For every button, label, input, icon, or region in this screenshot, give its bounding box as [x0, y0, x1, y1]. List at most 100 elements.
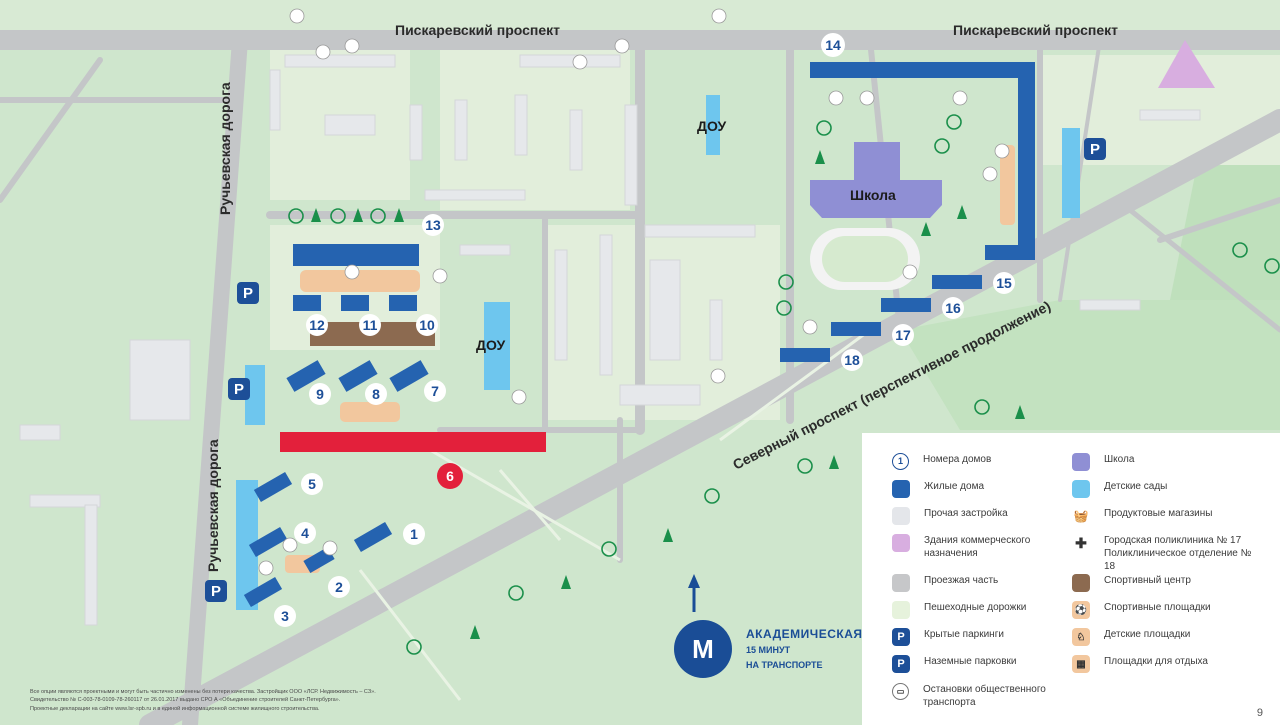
building-number-9: 9 — [316, 386, 324, 402]
bus-stop-icon: ▭ — [892, 683, 909, 700]
street-piskarevsky-right: Пискаревский проспект — [953, 22, 1118, 38]
label-dou-top: ДОУ — [697, 118, 727, 134]
school-building — [810, 142, 942, 218]
legend-label: Крытые паркинги — [924, 629, 1004, 640]
legend-rest-areas: ▦ Площадки для отдыха — [1072, 655, 1208, 673]
residential-buildings — [243, 62, 1035, 608]
legend-label: Остановки общественного транспорта — [923, 684, 1046, 708]
other-buildings — [19, 54, 1201, 626]
legend-swatch — [892, 574, 910, 592]
building-number-6: 6 — [446, 468, 454, 484]
legal-disclaimer: Все опции являются проектными и могут бы… — [30, 688, 430, 713]
building-number-7: 7 — [431, 383, 439, 399]
legend-label: Площадки для отдыха — [1104, 656, 1208, 667]
legend-label: Жилые дома — [924, 481, 985, 492]
legend-label: Наземные парковки — [924, 656, 1017, 667]
building-number-3: 3 — [281, 608, 289, 624]
metro-station: М АКАДЕМИЧЕСКАЯ 15 МИНУТ НА ТРАНСПОРТЕ — [674, 620, 863, 678]
legend-label: Спортивный центр — [1104, 575, 1191, 586]
page-number: 9 — [1256, 707, 1263, 719]
disclaimer-line: Свидетельство № С-003-78-0109-78-260117 … — [30, 697, 341, 704]
svg-text:P: P — [234, 381, 244, 398]
legend-sports-grounds: ⚽ Спортивные площадки — [1072, 601, 1211, 619]
legend-label: Пешеходные дорожки — [924, 602, 1027, 613]
legend-playgrounds: ♘ Детские площадки — [1072, 628, 1190, 646]
legend-sports-center: Спортивный центр — [1072, 574, 1191, 592]
legend-school: Школа — [1072, 453, 1134, 471]
legend-label: Продуктовые магазины — [1104, 508, 1213, 519]
building-number-11: 11 — [363, 317, 378, 333]
bench-icon: ▦ — [1072, 655, 1090, 673]
kindergartens — [236, 95, 1080, 610]
legend-label: Детские сады — [1104, 481, 1168, 492]
playgrounds — [285, 145, 1015, 573]
building-number-18: 18 — [844, 352, 860, 368]
legend-kindergartens: Детские сады — [1072, 480, 1167, 498]
building-number-markers: 1 2 3 4 5 6 7 8 9 10 11 12 13 14 15 16 1… — [274, 33, 1015, 627]
legend-swatch — [1072, 574, 1090, 592]
building-number-2: 2 — [335, 579, 343, 595]
legend-label: Проезжая часть — [924, 575, 999, 586]
metro-icon: М — [674, 620, 732, 678]
street-ruchyevskaya-bottom: Ручьевская дорога — [205, 439, 221, 572]
building-number-17: 17 — [895, 327, 911, 343]
disclaimer-line: Проектные декларации на сайте www.lsr-sp… — [30, 705, 320, 712]
legend-label: Прочая застройка — [924, 508, 1008, 519]
building-number-13: 13 — [425, 217, 441, 233]
building-number-16: 16 — [945, 300, 961, 316]
legend-swatch — [1072, 480, 1090, 498]
street-piskarevsky-left: Пискаревский проспект — [395, 22, 560, 38]
rocking-horse-icon: ♘ — [1072, 628, 1090, 646]
building-number-8: 8 — [372, 386, 380, 402]
north-arrow-icon — [688, 574, 700, 612]
legend-house-numbers: 1 Номера домов — [892, 453, 991, 470]
legend-label: Городская поликлиника № 17 Поликлиническ… — [1104, 535, 1252, 572]
svg-text:P: P — [1090, 141, 1100, 158]
svg-text:P: P — [211, 583, 221, 600]
legend-covered-parking: P Крытые паркинги — [892, 628, 1004, 646]
metro-name: АКАДЕМИЧЕСКАЯ — [746, 627, 863, 641]
legend-swatch — [892, 507, 910, 525]
commercial-building — [1158, 40, 1215, 88]
conifers — [311, 150, 1025, 639]
facility-icons — [258, 8, 1010, 576]
legend-roadway: Проезжая часть — [892, 574, 998, 592]
disclaimer-line: Все опции являются проектными и могут бы… — [30, 689, 376, 695]
footpaths — [358, 328, 871, 701]
label-school: Школа — [850, 187, 896, 203]
legend-house-number-icon: 1 — [892, 453, 909, 470]
building-number-15: 15 — [996, 275, 1012, 291]
building-number-4: 4 — [301, 525, 309, 541]
metro-travel-time: 15 МИНУТ — [746, 645, 791, 655]
metro-travel-mode: НА ТРАНСПОРТЕ — [746, 660, 823, 670]
svg-text:P: P — [243, 285, 253, 302]
building-number-10: 10 — [419, 317, 435, 333]
building-number-1: 1 — [410, 526, 418, 542]
legend-ground-parking: P Наземные парковки — [892, 655, 1017, 673]
legend-clinic: ✚ Городская поликлиника № 17 Поликлиниче… — [1072, 534, 1262, 573]
legend-transit-stops: ▭ Остановки общественного транспорта — [892, 683, 1072, 709]
legend-swatch — [892, 480, 910, 498]
roads — [0, 30, 1280, 725]
legend-label: Здания коммерческого назначения — [924, 535, 1031, 559]
ball-icon: ⚽ — [1072, 601, 1090, 619]
legend-grocery: 🧺 Продуктовые магазины — [1072, 507, 1212, 525]
legend-other-buildings: Прочая застройка — [892, 507, 1008, 525]
legend-swatch — [1072, 453, 1090, 471]
legend-residential: Жилые дома — [892, 480, 984, 498]
building-6-highlight — [280, 432, 546, 452]
building-number-12: 12 — [309, 317, 325, 333]
legend-label: Школа — [1104, 454, 1135, 465]
legend-commercial: Здания коммерческого назначения — [892, 534, 1052, 560]
ground-parking-icon: P — [892, 655, 910, 673]
map-legend: 1 Номера домов Жилые дома Прочая застрой… — [862, 433, 1280, 725]
stadium — [810, 228, 920, 290]
label-dou-mid: ДОУ — [476, 337, 506, 353]
legend-label: Спортивные площадки — [1104, 602, 1211, 613]
shopping-basket-icon: 🧺 — [1072, 507, 1090, 525]
building-number-5: 5 — [308, 476, 316, 492]
covered-parking-icon: P — [892, 628, 910, 646]
parking-signs: P P P P — [205, 138, 1106, 602]
legend-footpaths: Пешеходные дорожки — [892, 601, 1026, 619]
